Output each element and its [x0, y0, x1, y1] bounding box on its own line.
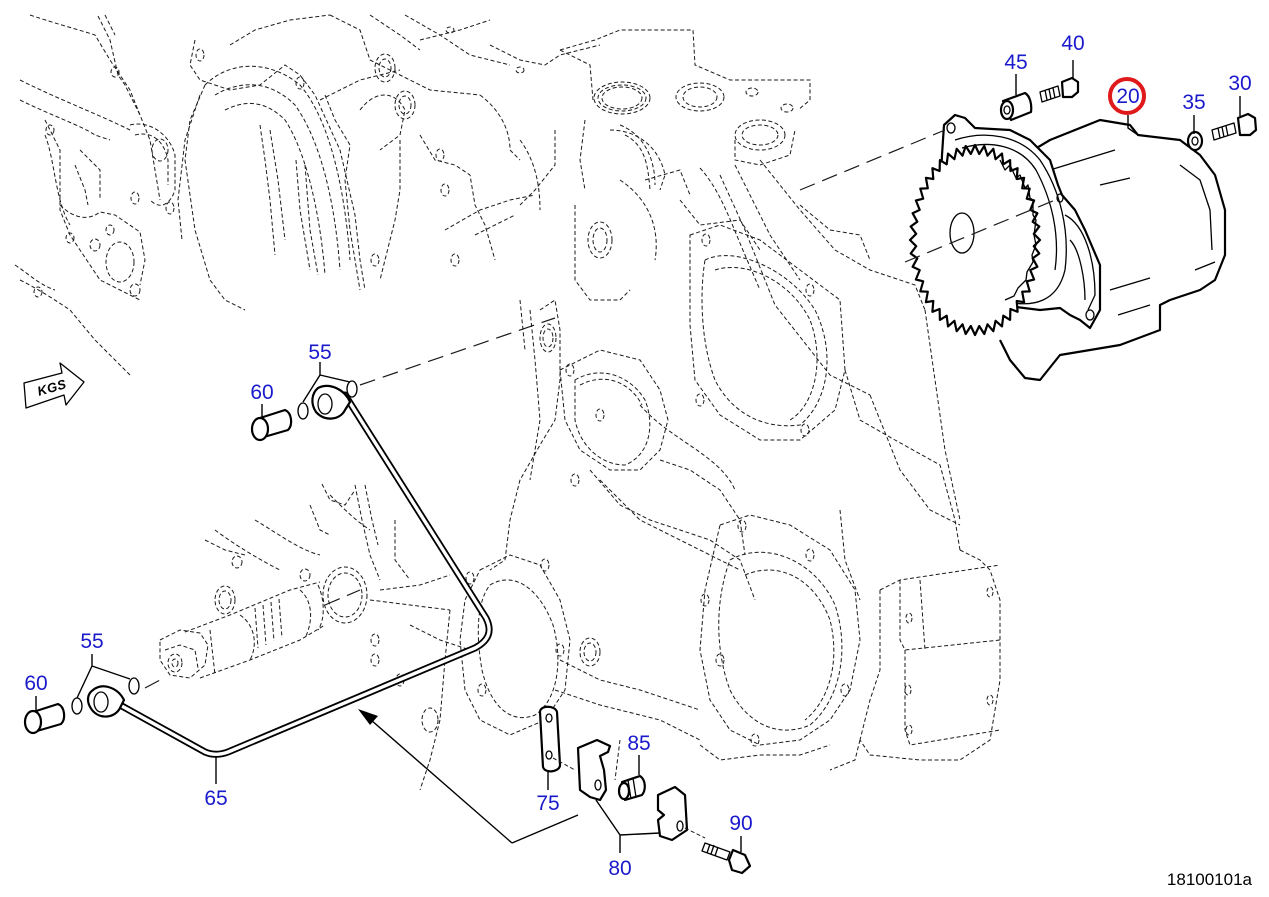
highlight-ring-part-20: [1108, 77, 1146, 115]
seal-ring-lower-b[interactable]: [128, 677, 140, 695]
clamp-axis-left: [552, 757, 576, 771]
bolt-part-30[interactable]: [1211, 112, 1258, 141]
arrowhead-icon: [358, 709, 378, 725]
leader-lines: [35, 60, 1241, 853]
gear-pump-part-20[interactable]: [908, 113, 1227, 382]
callout-90[interactable]: 90: [729, 812, 753, 835]
callout-30[interactable]: 30: [1228, 72, 1252, 95]
seal-ring-upper-a[interactable]: [297, 402, 309, 420]
washer-part-35[interactable]: [1186, 130, 1204, 152]
callout-40[interactable]: 40: [1061, 32, 1085, 55]
oil-pipe-part-65[interactable]: [116, 391, 493, 758]
sleeve-part-45[interactable]: [999, 91, 1033, 122]
pipe-view-arrow: [362, 712, 579, 844]
banjo-fitting-lower: [86, 685, 126, 718]
clamp-bolt-part-90[interactable]: [701, 842, 752, 875]
pump-axis-upper: [799, 129, 946, 191]
banjo-bolt-upper-part-60[interactable]: [250, 408, 293, 442]
rubber-bushing-part-85[interactable]: [617, 774, 646, 802]
callout-60-lower[interactable]: 60: [24, 672, 48, 695]
callout-65[interactable]: 65: [204, 787, 228, 810]
kgs-arrow-icon: [23, 362, 85, 409]
banjo-fitting-upper: [311, 384, 352, 420]
callout-35[interactable]: 35: [1182, 91, 1206, 114]
banjo-bolt-lower-part-60[interactable]: [23, 702, 66, 735]
clamp-half-lower-part-80[interactable]: [656, 785, 689, 842]
drawing-number: 18100101a: [1166, 870, 1252, 889]
clamp-half-upper-part-80[interactable]: [576, 738, 612, 802]
callout-85[interactable]: 85: [627, 732, 651, 755]
callout-60-upper[interactable]: 60: [250, 381, 274, 404]
callout-75[interactable]: 75: [536, 792, 560, 815]
pump-gear-teeth: [908, 143, 1042, 337]
seal-ring-lower-a[interactable]: [71, 697, 83, 715]
bracket-plate-part-75[interactable]: [538, 705, 562, 773]
clamp-axis-right: [684, 827, 706, 839]
callout-55-upper[interactable]: 55: [308, 341, 332, 364]
pump-axis-center: [904, 197, 1061, 263]
callout-55-lower[interactable]: 55: [80, 630, 104, 653]
bolt-part-40[interactable]: [1039, 76, 1080, 103]
callout-80[interactable]: 80: [608, 857, 632, 880]
engine-block-outline: [14, 14, 1001, 791]
callout-45[interactable]: 45: [1004, 51, 1028, 74]
seal-ring-upper-b[interactable]: [346, 380, 358, 398]
